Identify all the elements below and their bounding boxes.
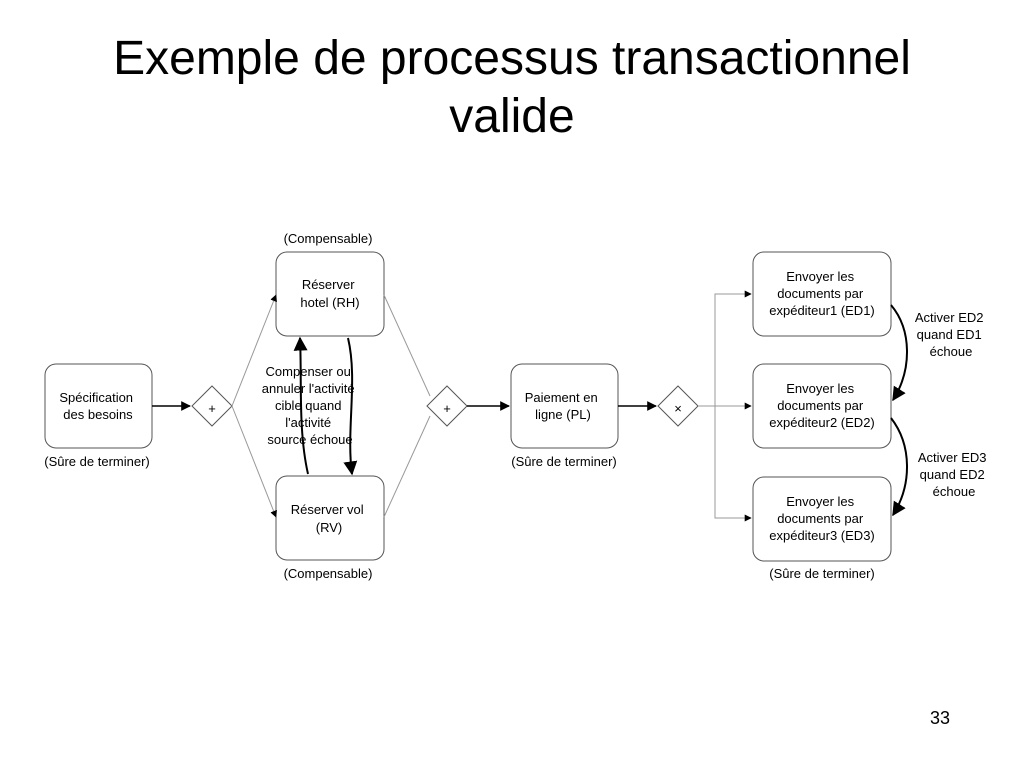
exclusive-icon: × [674, 401, 682, 416]
task-send-ed1-label: Envoyer les documents par expéditeur1 (E… [769, 269, 875, 318]
task-send-ed3-note: (Sûre de terminer) [769, 566, 874, 581]
annotation-compensate: Compenser ou annuler l'activité cible qu… [262, 364, 358, 447]
task-online-payment-label: Paiement en ligne (PL) [525, 390, 602, 422]
task-reserve-flight-label: Réserver vol (RV) [291, 502, 368, 535]
activation-arrow-ed1-to-ed2 [890, 304, 908, 402]
flow-rv-to-join [383, 415, 431, 518]
annotation-activate-ed2: Activer ED2 quand ED1 échoue [915, 310, 987, 359]
flow-rh-to-join [383, 294, 431, 397]
task-reserve-flight: Réserver vol (RV) [275, 475, 385, 561]
gateway-parallel-join: + [426, 385, 468, 427]
slide-title-line-2: valide [449, 90, 575, 143]
slide-title-line-1: Exemple de processus transactionnel [113, 32, 911, 85]
gateway-parallel-split: + [191, 385, 233, 427]
task-specification: Spécification des besoins [44, 363, 153, 449]
parallel-split-icon: + [208, 401, 216, 416]
flow-split-to-rh [231, 294, 277, 407]
task-send-ed1: Envoyer les documents par expéditeur1 (E… [752, 251, 892, 337]
page-number: 33 [930, 708, 951, 728]
task-online-payment-note: (Sûre de terminer) [511, 454, 616, 469]
task-reserve-hotel: Réserver hotel (RH) [275, 251, 385, 337]
task-send-ed3-label: Envoyer les documents par expéditeur3 (E… [769, 494, 875, 543]
task-send-ed2-label: Envoyer les documents par expéditeur2 (E… [769, 381, 875, 430]
task-send-ed3: Envoyer les documents par expéditeur3 (E… [752, 476, 892, 562]
task-online-payment: Paiement en ligne (PL) [510, 363, 619, 449]
task-reserve-hotel-label: Réserver hotel (RH) [300, 277, 359, 310]
flow-xor-to-ed3 [714, 406, 752, 522]
activation-arrow-ed2-to-ed3 [890, 417, 908, 517]
parallel-join-icon: + [443, 401, 451, 416]
compensation-arrow-rv-to-rh [293, 336, 309, 475]
gateway-exclusive: × [657, 385, 699, 427]
flow-split-to-rv [231, 405, 277, 518]
compensation-arrow-rh-to-rv [343, 337, 358, 476]
task-send-ed2: Envoyer les documents par expéditeur2 (E… [752, 363, 892, 449]
flow-xor-to-ed1 [698, 290, 752, 407]
task-specification-note: (Sûre de terminer) [44, 454, 149, 469]
annotation-activate-ed3: Activer ED3 quand ED2 échoue [918, 450, 990, 499]
task-reserve-flight-note: (Compensable) [284, 566, 373, 581]
task-specification-label: Spécification des besoins [59, 390, 136, 422]
slide-title: Exemple de processus transactionnel vali… [0, 30, 1024, 146]
task-reserve-hotel-note: (Compensable) [284, 231, 373, 246]
